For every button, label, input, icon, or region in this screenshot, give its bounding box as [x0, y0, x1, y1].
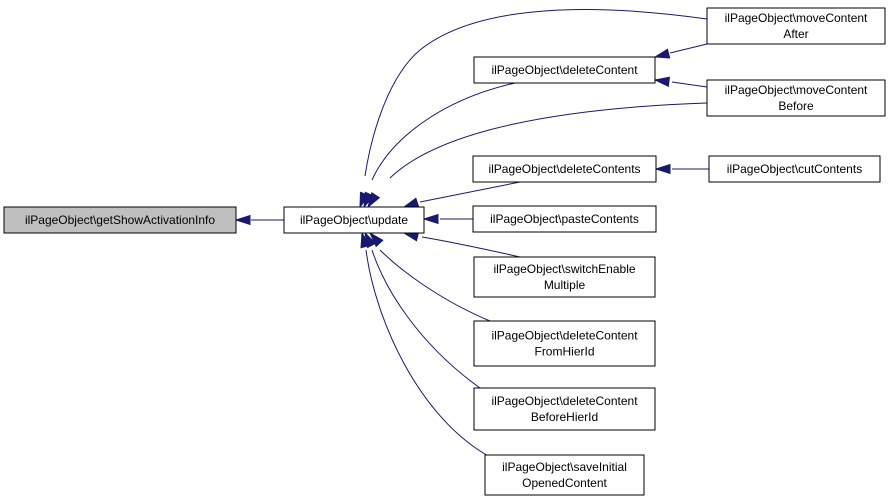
- node-label: ilPageObject\deleteContent: [491, 63, 638, 77]
- node-box: [283, 206, 425, 234]
- node-label: ilPageObject\cutContents: [727, 162, 862, 176]
- node-label: Before: [778, 99, 814, 113]
- edge-moveContentAfter-to-deleteContent: [653, 43, 708, 59]
- node-label: FromHierId: [534, 345, 594, 359]
- edge-deleteContent-to-update: [363, 82, 516, 209]
- node-label: BeforeHierId: [531, 410, 598, 424]
- node-label: ilPageObject\switchEnable: [493, 262, 635, 276]
- node-label: ilPageObject\moveContent: [725, 83, 868, 97]
- arrowhead-icon: [402, 197, 420, 208]
- edge-switchEnableMultiple-to-update: [402, 231, 521, 258]
- edge-deleteContentFromHierId-to-update: [368, 231, 491, 322]
- arrowhead-icon: [367, 191, 381, 209]
- node-box: [473, 256, 656, 298]
- node-label: ilPageObject\saveInitial: [502, 460, 627, 474]
- node-box: [708, 155, 881, 183]
- node-box: [3, 206, 237, 234]
- node-box: [706, 7, 886, 45]
- edge-line: [671, 81, 708, 88]
- node-box: [472, 205, 657, 233]
- edge-cutContents-to-deleteContents: [654, 163, 709, 175]
- arrowhead-icon: [360, 231, 371, 249]
- arrowhead-icon: [234, 214, 251, 226]
- edge-line: [421, 236, 521, 258]
- edge-deleteContents-to-update: [402, 181, 521, 208]
- edge-line: [364, 9, 708, 177]
- node-deleteContents[interactable]: ilPageObject\deleteContents: [472, 155, 657, 183]
- node-label: ilPageObject\update: [300, 213, 408, 227]
- node-label: ilPageObject\deleteContent: [491, 394, 638, 408]
- edge-line: [419, 181, 521, 203]
- node-box: [473, 387, 656, 431]
- node-label: ilPageObject\deleteContents: [488, 162, 640, 176]
- node-update[interactable]: ilPageObject\update: [283, 206, 425, 234]
- edge-saveInitialOpenedContent-to-update: [360, 231, 493, 459]
- edge-line: [371, 82, 516, 181]
- node-label: ilPageObject\moveContent: [725, 11, 868, 25]
- arrowhead-icon: [368, 231, 384, 248]
- edge-line: [669, 43, 708, 54]
- edge-update-to-getShowActivationInfo: [234, 214, 284, 226]
- arrowhead-icon: [422, 213, 439, 225]
- arrowhead-icon: [653, 48, 671, 59]
- node-pasteContents[interactable]: ilPageObject\pasteContents: [472, 205, 657, 233]
- node-box: [706, 79, 886, 117]
- node-label: After: [783, 27, 808, 41]
- arrowhead-icon: [653, 76, 671, 87]
- nodes-layer: ilPageObject\getShowActivationInfo ilPage…: [3, 7, 886, 496]
- edge-deleteContentBeforeHierId-to-update: [364, 231, 481, 389]
- edge-line: [389, 102, 708, 179]
- node-box: [473, 320, 656, 367]
- node-deleteContent[interactable]: ilPageObject\deleteContent: [473, 56, 656, 84]
- edges-layer: [234, 9, 709, 459]
- node-cutContents[interactable]: ilPageObject\cutContents: [708, 155, 881, 183]
- node-box: [472, 155, 657, 183]
- node-label: Multiple: [544, 278, 586, 292]
- edge-line: [379, 249, 491, 322]
- node-box: [473, 56, 656, 84]
- node-box: [484, 454, 645, 496]
- node-label: ilPageObject\pasteContents: [490, 212, 639, 226]
- node-getShowActivationInfo: ilPageObject\getShowActivationInfo: [3, 206, 237, 234]
- edge-moveContentBefore-to-deleteContent: [653, 76, 708, 88]
- edge-line: [365, 249, 493, 459]
- node-label: ilPageObject\deleteContent: [491, 329, 638, 343]
- edge-pasteContents-to-update: [422, 213, 473, 225]
- edge-line: [371, 249, 481, 389]
- arrowhead-icon: [654, 163, 671, 175]
- edge-moveContentBefore-to-update: [367, 102, 708, 209]
- node-label: ilPageObject\getShowActivationInfo: [25, 213, 215, 227]
- node-label: OpenedContent: [522, 476, 607, 490]
